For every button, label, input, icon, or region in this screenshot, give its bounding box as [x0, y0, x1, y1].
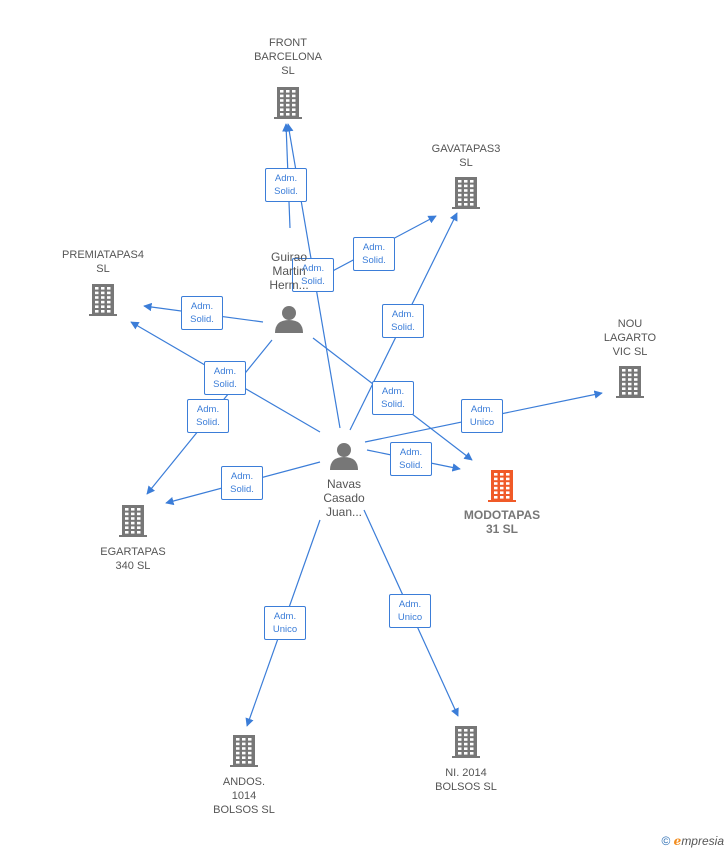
company-label-front[interactable]: FRONT BARCELONA SL	[254, 37, 322, 77]
person-icon-guirao[interactable]	[275, 306, 303, 333]
edge-label-navas-premiatapas[interactable]: Adm. Solid.	[204, 361, 246, 395]
company-label-modotapas[interactable]: MODOTAPAS 31 SL	[463, 508, 541, 536]
edge-label-navas-front[interactable]: Adm. Solid.	[292, 258, 334, 292]
company-label-gavatapas[interactable]: GAVATAPAS3 SL	[431, 143, 501, 169]
edge-label-navas-gavatapas[interactable]: Adm. Solid.	[382, 304, 424, 338]
building-icon-andos[interactable]	[230, 735, 258, 767]
edge-label-guirao-premiatapas[interactable]: Adm. Solid.	[181, 296, 223, 330]
edge-label-guirao-modotapas[interactable]: Adm. Solid.	[372, 381, 414, 415]
edge-label-navas-andos[interactable]: Adm. Unico	[264, 606, 306, 640]
person-icon-navas[interactable]	[330, 443, 358, 470]
brand-name: mpresia	[681, 834, 724, 848]
building-icon-modotapas[interactable]	[488, 470, 516, 502]
person-label-guirao[interactable]: Guirao Martin Herm...	[269, 250, 309, 292]
building-icon-gavatapas[interactable]	[452, 177, 480, 209]
building-icon-nou[interactable]	[616, 366, 644, 398]
building-icon-egartapas[interactable]	[119, 505, 147, 537]
edge-label-guirao-gavatapas[interactable]: Adm. Solid.	[353, 237, 395, 271]
building-icon-front[interactable]	[274, 87, 302, 119]
edge-label-navas-egartapas[interactable]: Adm. Solid.	[221, 466, 263, 500]
edge-label-guirao-front[interactable]: Adm. Solid.	[265, 168, 307, 202]
brand-logo-letter: e	[673, 834, 682, 848]
edge-label-navas-ni[interactable]: Adm. Unico	[389, 594, 431, 628]
company-label-andos[interactable]: ANDOS. 1014 BOLSOS SL	[213, 776, 275, 816]
building-icon-ni[interactable]	[452, 726, 480, 758]
footer-brand[interactable]: © empresia	[661, 834, 724, 848]
company-label-egartapas[interactable]: EGARTAPAS 340 SL	[100, 546, 166, 572]
building-icon-premiatapas[interactable]	[89, 284, 117, 316]
company-label-ni[interactable]: NI. 2014 BOLSOS SL	[435, 767, 497, 793]
company-label-premiatapas[interactable]: PREMIATAPAS4 SL	[62, 249, 144, 275]
company-label-nou[interactable]: NOU LAGARTO VIC SL	[603, 318, 657, 358]
edge-label-navas-nou[interactable]: Adm. Unico	[461, 399, 503, 433]
person-label-navas[interactable]: Navas Casado Juan...	[323, 477, 365, 519]
edge-label-navas-modotapas[interactable]: Adm. Solid.	[390, 442, 432, 476]
copyright-icon: ©	[661, 834, 671, 848]
edge-label-guirao-egartapas[interactable]: Adm. Solid.	[187, 399, 229, 433]
